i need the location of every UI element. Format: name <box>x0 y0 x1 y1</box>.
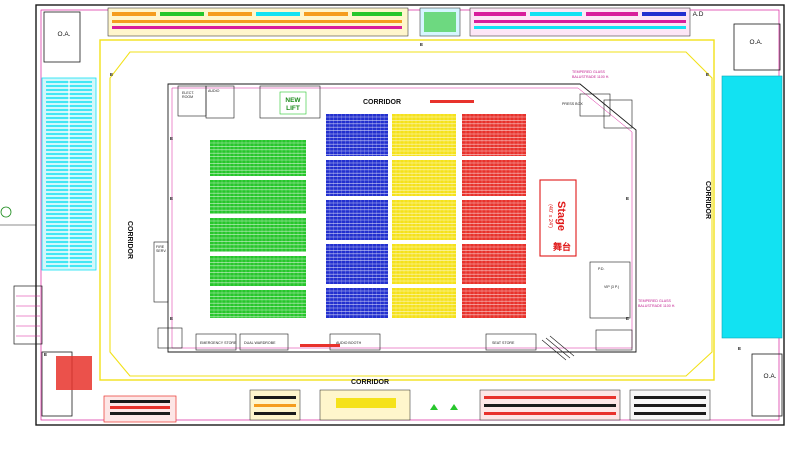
left-cyan-seating <box>41 77 97 271</box>
exit-marker: E <box>170 316 173 321</box>
entrance-marker <box>0 206 36 226</box>
service-rooms <box>153 85 633 361</box>
exit-marker: E <box>170 196 173 201</box>
corridor-label-bottom: CORRIDOR <box>351 379 389 386</box>
fire-service-2: SERV. <box>156 249 166 253</box>
oa-label-top-left: O.A. <box>57 31 70 38</box>
tempered-glass-bottom-2: BALUSTRADE 1100 H. <box>638 304 675 308</box>
exit-marker: E <box>420 42 423 47</box>
new-lift-line-2: LIFT <box>286 105 300 112</box>
stage-title: Stage <box>555 201 567 231</box>
exit-marker: E <box>44 352 47 357</box>
bottom-seating-strip <box>103 389 711 423</box>
tempered-glass-top-2: BALUSTRADE 1100 H. <box>572 75 609 79</box>
ad-label: A.D <box>693 11 704 18</box>
seat-store-label: SEAT STORE <box>492 341 515 345</box>
left-stairs <box>13 285 92 390</box>
oa-label-bottom-right: O.A. <box>763 373 776 380</box>
fire-service-1: FIRE <box>156 245 165 249</box>
pd-label: P.D. <box>598 267 605 271</box>
stage-size: (40' x 24') <box>547 204 553 228</box>
right-cyan-block <box>721 75 783 339</box>
exit-markers: E E E E E E E E E E <box>44 42 741 357</box>
corridor-label-right: CORRIDOR <box>704 181 711 219</box>
electrical-room-2: ROOM <box>182 95 193 99</box>
tempered-glass-bottom-1: TEMPERED GLASS <box>638 299 672 303</box>
exit-marker: E <box>170 136 173 141</box>
dual-wardrobe-label: DUAL WARDROBE <box>244 341 276 345</box>
press-box-label: PRESS BOX <box>562 102 583 106</box>
corridor-label-top: CORRIDOR <box>363 99 401 106</box>
electrical-room-1: ELECT. <box>182 91 194 95</box>
tempered-glass-top-1: TEMPERED GLASS <box>572 70 606 74</box>
oa-label-top-right: O.A. <box>749 39 762 46</box>
exit-marker: E <box>626 316 629 321</box>
exit-marker: E <box>110 72 113 77</box>
stage-chinese: 舞台 <box>553 241 571 252</box>
exit-marker: E <box>738 346 741 351</box>
audio-label: AUDIO <box>208 89 220 93</box>
top-seating-strip <box>107 7 691 37</box>
audio-booth-label: AUDIO BOOTH <box>336 341 362 345</box>
exit-marker: E <box>706 72 709 77</box>
corridor-label-left: CORRIDOR <box>126 221 133 259</box>
emergency-store-label: EMERGENCY STORE <box>200 341 237 345</box>
exit-marker: E <box>626 196 629 201</box>
seating-blocks <box>210 114 526 318</box>
building-shell <box>35 4 785 426</box>
stage: Stage (40' x 24') 舞台 <box>539 179 577 257</box>
new-lift-line-1: NEW <box>285 97 301 104</box>
vip-label: VIP (3 P.) <box>604 285 619 289</box>
